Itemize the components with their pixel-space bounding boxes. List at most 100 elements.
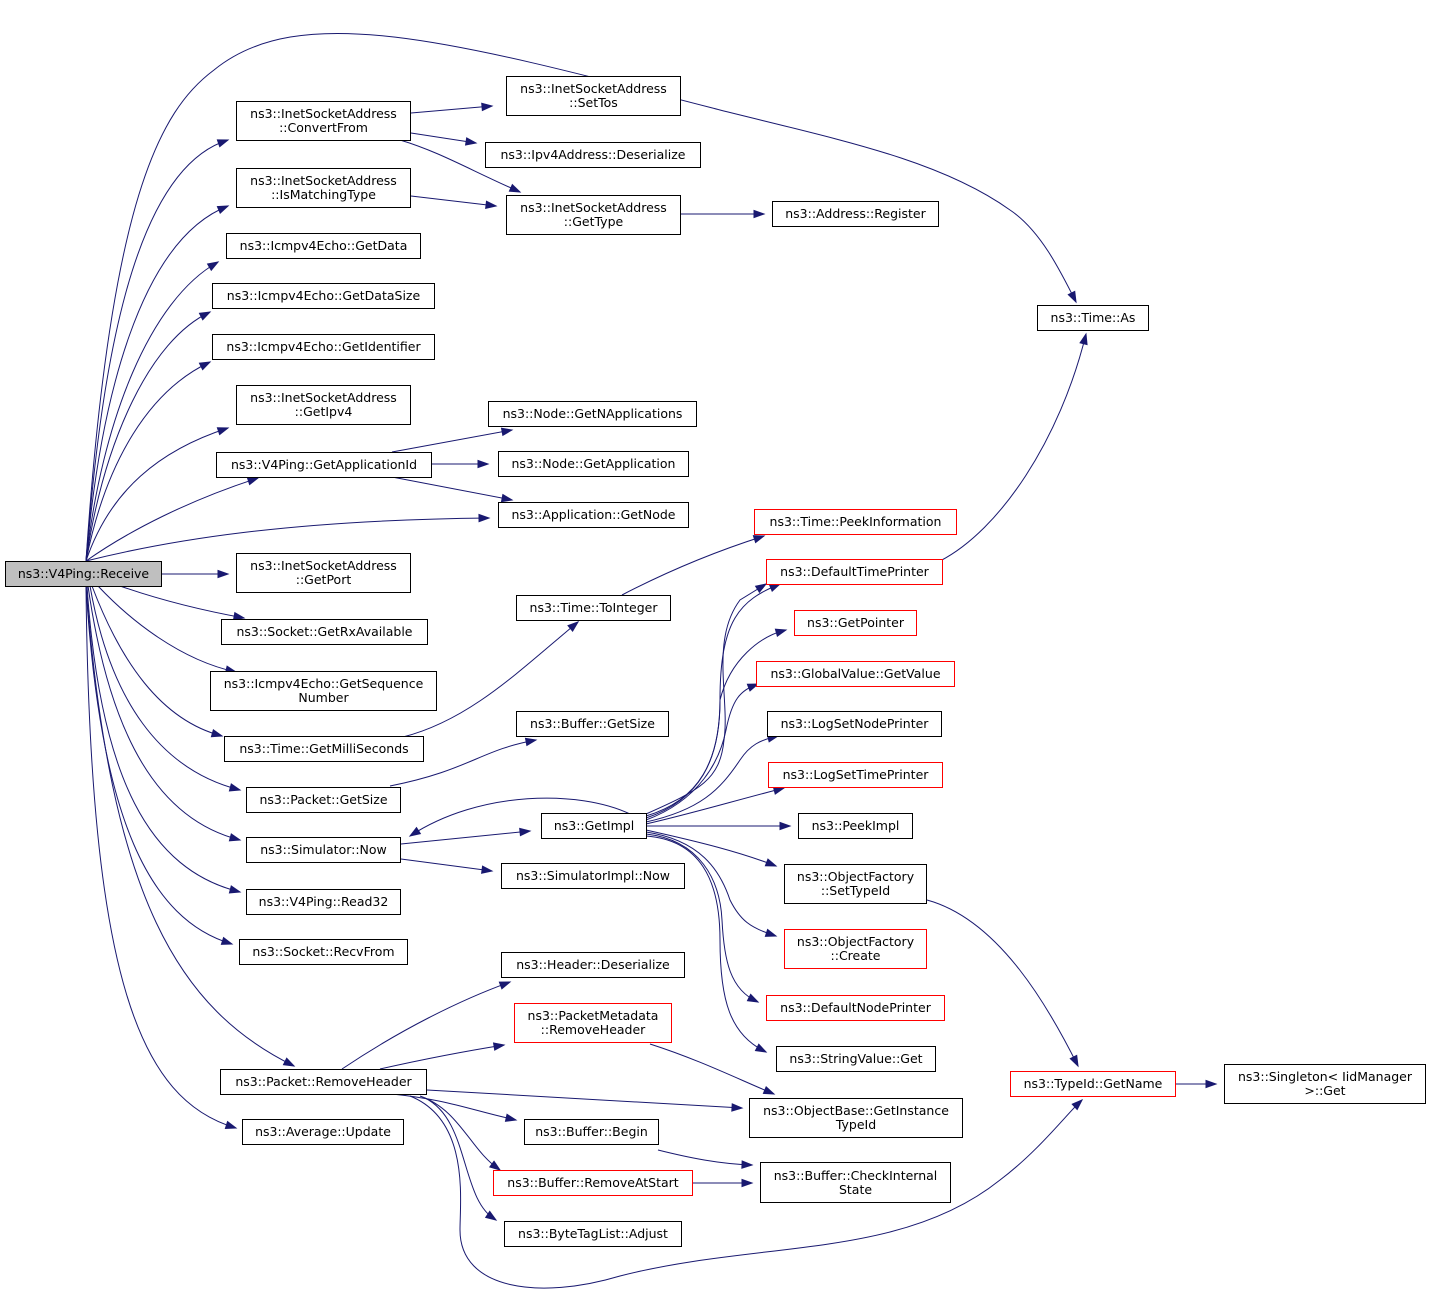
node-average-update[interactable]: ns3::Average::Update (242, 1119, 404, 1145)
arrowhead (741, 1160, 754, 1169)
edge (89, 585, 241, 791)
node-node-getnapplications[interactable]: ns3::Node::GetNApplications (488, 401, 697, 427)
node-v4ping-getapplicationid[interactable]: ns3::V4Ping::GetApplicationId (216, 452, 432, 478)
node-inet-settos[interactable]: ns3::InetSocketAddress ::SetTos (506, 76, 681, 116)
arrowhead (731, 1103, 744, 1112)
edge (379, 1044, 505, 1070)
node-simulatorimpl-now[interactable]: ns3::SimulatorImpl::Now (501, 863, 685, 889)
arrowhead (746, 993, 760, 1003)
arrowhead (464, 137, 478, 146)
node-inet-ismatchingtype[interactable]: ns3::InetSocketAddress ::IsMatchingType (236, 168, 411, 208)
node-time-as[interactable]: ns3::Time::As (1037, 305, 1149, 331)
node-stringvalue-get[interactable]: ns3::StringValue::Get (776, 1046, 936, 1072)
node-icmp-getidentifier[interactable]: ns3::Icmpv4Echo::GetIdentifier (212, 334, 435, 360)
edge (939, 333, 1087, 562)
arrowhead (228, 783, 242, 792)
node-v4ping-read32[interactable]: ns3::V4Ping::Read32 (246, 889, 401, 915)
arrowhead (754, 1043, 768, 1053)
edge (85, 205, 229, 562)
node-simulator-now[interactable]: ns3::Simulator::Now (246, 837, 401, 863)
arrowhead (567, 621, 580, 633)
edge (410, 132, 477, 144)
edge (91, 585, 223, 737)
node-objectfactory-create[interactable]: ns3::ObjectFactory ::Create (784, 929, 927, 969)
arrowhead (282, 1057, 296, 1067)
node-logsetnodeprinter[interactable]: ns3::LogSetNodePrinter (767, 711, 942, 737)
arrowhead (1071, 1098, 1084, 1111)
node-buffer-begin[interactable]: ns3::Buffer::Begin (524, 1119, 659, 1145)
node-icmp-getdatasize[interactable]: ns3::Icmpv4Echo::GetDataSize (212, 283, 435, 309)
node-inet-getipv4[interactable]: ns3::InetSocketAddress ::GetIpv4 (236, 385, 411, 425)
node-objectbase-getinstancetypeid[interactable]: ns3::ObjectBase::GetInstance TypeId (749, 1098, 963, 1138)
arrowhead (220, 936, 234, 945)
arrowhead (741, 1178, 754, 1188)
node-receive: ns3::V4Ping::Receive (5, 561, 162, 587)
node-defaulttimeprinter[interactable]: ns3::DefaultTimePrinter (766, 559, 943, 585)
edge (389, 739, 537, 787)
edge (85, 585, 295, 1067)
node-time-getmilliseconds[interactable]: ns3::Time::GetMilliSeconds (224, 736, 424, 762)
arrowhead (210, 728, 224, 738)
node-bytetaglist-adjust[interactable]: ns3::ByteTagList::Adjust (504, 1221, 682, 1247)
node-buffer-getsize[interactable]: ns3::Buffer::GetSize (516, 711, 669, 737)
node-icmp-getdata[interactable]: ns3::Icmpv4Echo::GetData (226, 233, 421, 259)
arrowhead (478, 513, 491, 523)
edge (645, 787, 785, 825)
node-getpointer[interactable]: ns3::GetPointer (794, 610, 917, 636)
node-socket-recvfrom[interactable]: ns3::Socket::RecvFrom (239, 939, 408, 965)
node-time-peekinformation[interactable]: ns3::Time::PeekInformation (754, 509, 957, 535)
node-application-getnode[interactable]: ns3::Application::GetNode (498, 502, 689, 528)
node-globalvalue-getvalue[interactable]: ns3::GlobalValue::GetValue (756, 661, 955, 687)
node-header-deserialize[interactable]: ns3::Header::Deserialize (501, 952, 685, 978)
arrowhead (498, 981, 512, 990)
node-buffer-checkinternalstate[interactable]: ns3::Buffer::CheckInternal State (760, 1162, 951, 1203)
edge (85, 361, 211, 562)
node-icmp-getsequencenumber[interactable]: ns3::Icmpv4Echo::GetSequence Number (210, 671, 437, 711)
node-node-getapplication[interactable]: ns3::Node::GetApplication (498, 451, 689, 477)
arrowhead (779, 821, 792, 831)
arrowhead (764, 928, 778, 937)
arrowhead (198, 361, 212, 371)
edge (424, 1097, 497, 1221)
node-buffer-removeatstart[interactable]: ns3::Buffer::RemoveAtStart (493, 1170, 693, 1196)
arrowhead (762, 1085, 776, 1095)
arrowhead (232, 611, 246, 621)
node-address-register[interactable]: ns3::Address::Register (772, 201, 939, 227)
edge (341, 981, 511, 1070)
arrowhead (764, 858, 778, 867)
edge (85, 427, 229, 562)
node-defaultnodeprinter[interactable]: ns3::DefaultNodePrinter (766, 995, 945, 1021)
arrowhead (228, 885, 242, 894)
node-singleton-get[interactable]: ns3::Singleton< IidManager >::Get (1224, 1064, 1426, 1104)
edge (645, 683, 759, 821)
node-peekimpl[interactable]: ns3::PeekImpl (798, 813, 913, 839)
edge (657, 1149, 753, 1166)
edge (409, 797, 631, 837)
node-packet-getsize[interactable]: ns3::Packet::GetSize (246, 787, 401, 813)
node-ipv4-deserialize[interactable]: ns3::Ipv4Address::Deserialize (485, 142, 701, 168)
node-packetmetadata-removeheader[interactable]: ns3::PacketMetadata ::RemoveHeader (514, 1003, 672, 1043)
edge (85, 477, 259, 562)
node-typeid-getname[interactable]: ns3::TypeId::GetName (1010, 1071, 1176, 1097)
edge (645, 831, 777, 937)
arrowhead (768, 583, 782, 593)
edge (402, 621, 579, 738)
edge (85, 311, 211, 562)
node-inet-convertfrom[interactable]: ns3::InetSocketAddress ::ConvertFrom (236, 101, 411, 141)
node-time-tointeger[interactable]: ns3::Time::ToInteger (516, 595, 671, 621)
edge (85, 32, 1077, 562)
node-objectfactory-settypeid[interactable]: ns3::ObjectFactory ::SetTypeId (784, 864, 927, 904)
edge (399, 139, 521, 193)
edge (645, 629, 787, 819)
node-socket-getrxavailable[interactable]: ns3::Socket::GetRxAvailable (221, 619, 428, 645)
arrowhead (217, 569, 230, 579)
edge (85, 585, 233, 945)
node-inet-gettype[interactable]: ns3::InetSocketAddress ::GetType (506, 195, 681, 235)
node-packet-removeheader[interactable]: ns3::Packet::RemoveHeader (220, 1069, 427, 1095)
arrowhead (754, 583, 768, 594)
node-getimpl[interactable]: ns3::GetImpl (541, 813, 647, 839)
arrowhead (774, 628, 788, 637)
node-inet-getport[interactable]: ns3::InetSocketAddress ::GetPort (236, 553, 411, 593)
node-logsettimeprinter[interactable]: ns3::LogSetTimePrinter (768, 762, 943, 788)
edge (621, 535, 765, 596)
